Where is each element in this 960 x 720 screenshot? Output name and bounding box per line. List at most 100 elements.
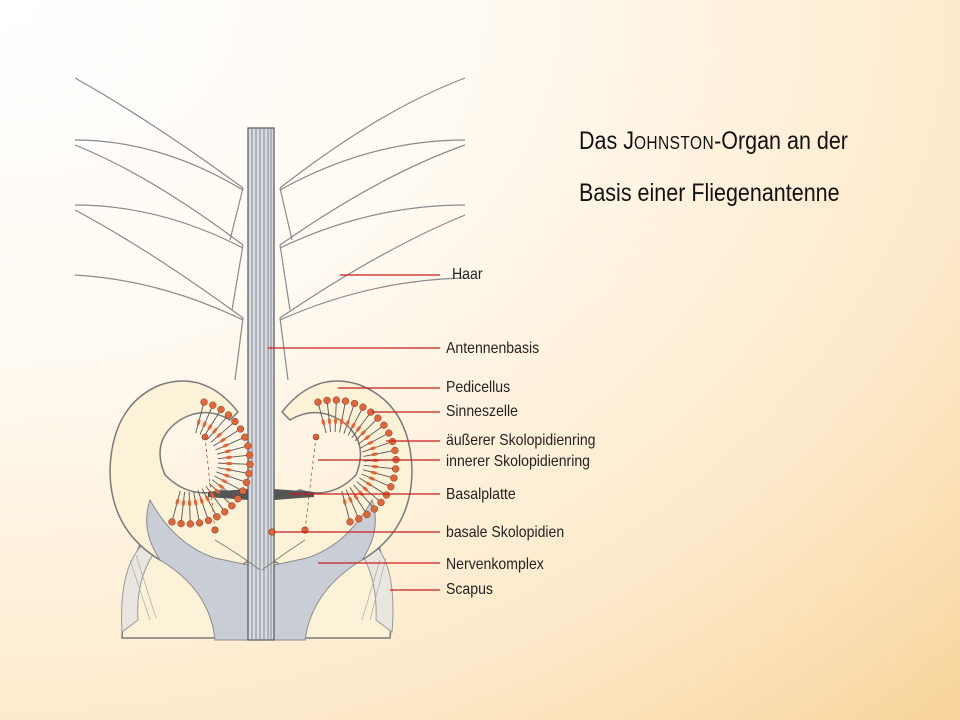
scolopidium-left-19 [188, 491, 191, 524]
sinneszelle-left-1 [209, 401, 217, 409]
label-pedicellus: Pedicellus [446, 379, 511, 396]
scolopidium-mark-left-21 [175, 498, 180, 506]
sinneszelle-right-1 [323, 396, 331, 405]
sinneszelle-left-9 [246, 460, 254, 468]
scolopidium-mark-left-3 [212, 427, 218, 434]
scolopidium-mark-left-6 [222, 443, 230, 448]
scolopidium-left-7 [216, 445, 249, 455]
scolopidium-right-1 [326, 400, 332, 433]
scolopidium-left-15 [205, 485, 226, 513]
label-basalplatte: Basalplatte [446, 486, 516, 503]
scolopidium-mark-right-13 [371, 464, 379, 469]
scolopidium-right-9 [360, 432, 390, 449]
scolopidium-mark-right-21 [342, 498, 347, 506]
scolopidium-right-13 [363, 464, 396, 470]
sinneszelle-right-13 [391, 465, 400, 473]
sinneszelle-right-16 [382, 491, 391, 499]
scolopidium-mark-left-15 [210, 492, 215, 499]
sinneszelle-left-21 [168, 518, 176, 526]
label-sinneszelle: Sinneszelle [446, 403, 519, 420]
scolopidium-left-18 [193, 491, 200, 524]
scolopidium-mark-left-9 [225, 461, 233, 466]
scolopidium-mark-right-14 [370, 470, 378, 475]
leader-lines [268, 274, 440, 591]
scolopidium-mark-left-13 [218, 484, 225, 489]
scolopidium-mark-left-4 [216, 432, 223, 438]
scolopidium-mark-right-1 [327, 417, 332, 425]
sinneszelle-right-0 [314, 398, 322, 406]
scolopidium-mark-right-3 [339, 418, 344, 425]
scolopidium-mark-left-10 [225, 467, 232, 472]
sinneszelle-left-18 [195, 519, 204, 527]
scolopidium-mark-left-16 [205, 495, 210, 502]
scolopidium-mark-right-7 [360, 430, 366, 436]
scolopidium-mark-left-11 [223, 473, 231, 478]
sinneszelle-left-17 [204, 516, 213, 525]
sinneszelle-right-21 [346, 518, 354, 526]
sinneszelle-right-2 [332, 396, 340, 404]
scolopidium-right-7 [354, 417, 379, 442]
sinneszelle-right-20 [355, 515, 363, 523]
scolopidium-mark-right-11 [371, 452, 378, 457]
scolopidium-mark-right-2 [333, 417, 338, 425]
diagram-title: Das Johnston-Organ an der Basis einer Fl… [579, 116, 889, 218]
scolopidium-mark-left-7 [224, 449, 232, 454]
scolopidium-mark-left-5 [219, 437, 226, 443]
scolopidium-mark-left-19 [187, 499, 192, 507]
nerve-fibres [214, 539, 306, 571]
scolopidium-right-6 [351, 411, 372, 439]
scapus-left-fibers [121, 537, 161, 633]
label-nervenkomplex: Nervenkomplex [446, 556, 544, 573]
sinneszelle-left-5 [236, 425, 245, 433]
scolopidium-right-14 [362, 469, 395, 479]
label-innerer-skolopidienring: innerer Skolopidienring [446, 453, 591, 470]
scolopidium-right-17 [356, 481, 382, 503]
sinneszelle-left-6 [241, 433, 249, 441]
scolopidium-mark-left-8 [225, 455, 233, 460]
scolopidium-mark-right-9 [367, 440, 374, 445]
scolopidium-mark-right-0 [321, 418, 326, 426]
scolopidium-mark-right-20 [348, 496, 353, 504]
scolopidium-right-16 [359, 477, 387, 496]
antenna-shaft [247, 127, 275, 641]
scolopidium-right-19 [349, 487, 368, 515]
scolopidium-mark-right-10 [369, 446, 377, 451]
scolopidium-right-4 [343, 403, 355, 434]
scolopidium-right-10 [362, 441, 393, 453]
scolopidium-mark-right-18 [358, 490, 364, 497]
sinneszelle-left-2 [217, 405, 225, 414]
scolopidium-mark-left-20 [181, 499, 186, 507]
scolopidium-left-20 [180, 491, 186, 524]
scolopidium-right-3 [339, 400, 346, 433]
scolopidium-mark-right-15 [368, 476, 376, 481]
title-line-1: Das Johnston-Organ an der [579, 127, 848, 155]
scolopidium-mark-left-12 [221, 479, 228, 484]
scolopidium-mark-right-4 [345, 419, 350, 427]
label-scapus: Scapus [446, 581, 493, 598]
scolopidium-left-10 [217, 467, 250, 474]
scolopidium-left-21 [171, 490, 181, 523]
scolopidium-left-4 [210, 421, 236, 443]
scolopidium-left-6 [215, 436, 246, 451]
label-aeusserer-skolopidienring: äußerer Skolopidienring [446, 432, 596, 449]
hair-branches [74, 77, 466, 381]
scolopidium-mark-right-6 [356, 425, 361, 432]
scolopidium-right-21 [341, 490, 351, 523]
scolopidium-mark-left-18 [193, 499, 198, 506]
scolopidium-left-9 [217, 462, 250, 465]
scolopidium-left-1 [199, 404, 214, 435]
scolopidium-mark-left-2 [207, 424, 213, 431]
sinneszelle-right-4 [350, 399, 359, 408]
sinneszelle-right-11 [391, 446, 399, 455]
scolopidium-mark-right-17 [362, 486, 369, 492]
sinneszelle-left-4 [231, 417, 239, 426]
sinneszelle-right-17 [377, 498, 385, 507]
scolopidium-mark-right-5 [351, 422, 356, 429]
sinneszelle-left-20 [177, 519, 185, 528]
scolopidium-right-8 [357, 424, 385, 445]
scolopidium-left-16 [201, 488, 218, 518]
scolopidium-left-0 [195, 401, 205, 434]
scolopidium-mark-right-16 [365, 481, 372, 487]
scolopidium-mark-left-17 [199, 497, 204, 505]
title-line-2: Basis einer Fliegenantenne [579, 179, 840, 207]
